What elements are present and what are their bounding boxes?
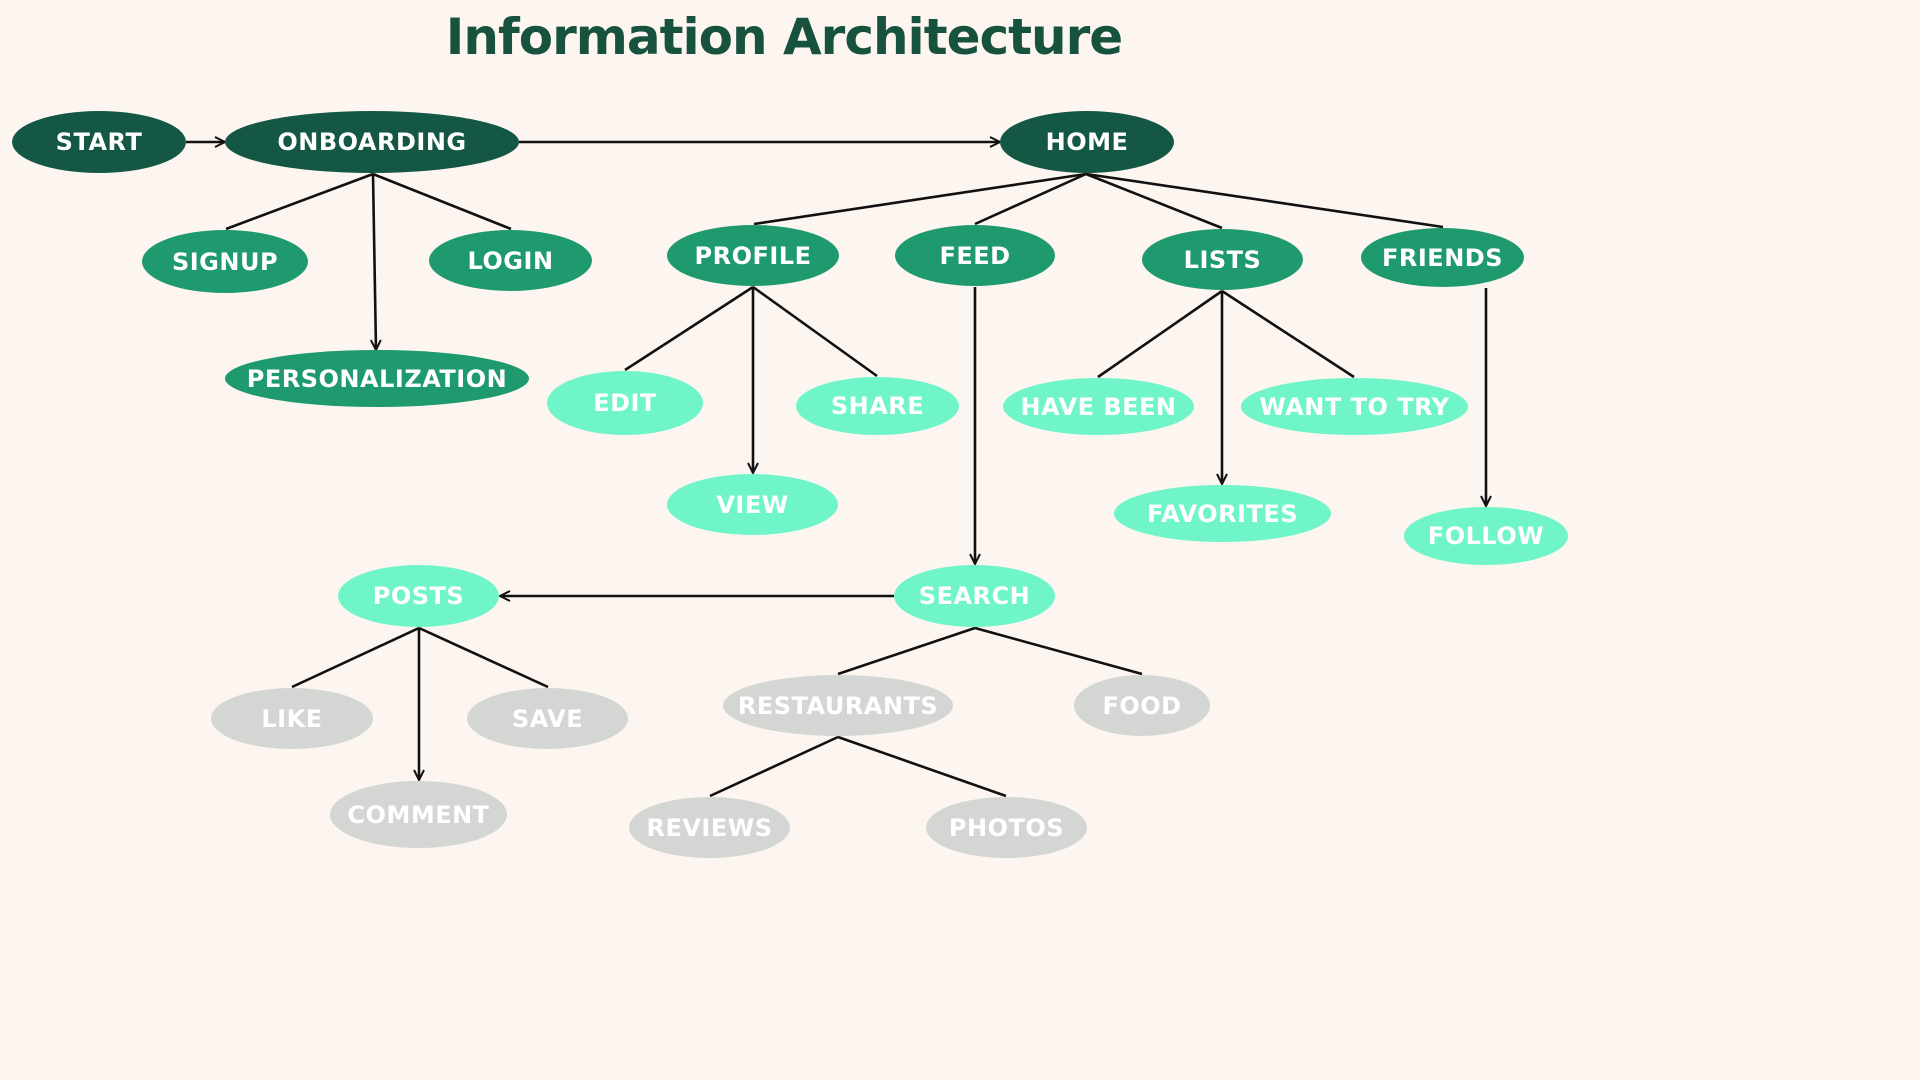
- node-label: SIGNUP: [171, 247, 279, 276]
- node-restaurants: RESTAURANTS: [723, 675, 953, 736]
- node-edit: EDIT: [547, 371, 703, 435]
- node-posts: POSTS: [338, 565, 499, 627]
- node-feed: FEED: [895, 225, 1055, 286]
- node-label: FOOD: [1102, 691, 1182, 720]
- node-label: FOLLOW: [1427, 522, 1545, 550]
- node-share: SHARE: [796, 377, 959, 435]
- connector-onboarding-to-signup: [225, 172, 374, 231]
- connector-search-to-food: [974, 626, 1143, 676]
- connector-home-to-friends: [1085, 172, 1444, 229]
- node-friends: FRIENDS: [1361, 228, 1524, 287]
- node-reviews: REVIEWS: [629, 797, 790, 858]
- connector-restaurants-to-photos: [837, 735, 1007, 798]
- node-label: SHARE: [830, 392, 925, 420]
- node-label: HOME: [1045, 128, 1129, 156]
- node-favorites: FAVORITES: [1114, 485, 1331, 542]
- connector-onboarding-to-personalization: [373, 173, 376, 350]
- node-label: START: [55, 128, 143, 156]
- connector-posts-to-like: [291, 626, 420, 689]
- connector-posts-to-save: [418, 626, 549, 689]
- node-label: PHOTOS: [948, 813, 1065, 842]
- connector-search-to-restaurants: [837, 626, 976, 676]
- connector-home-to-profile: [753, 172, 1087, 226]
- node-label: REVIEWS: [646, 813, 773, 842]
- information-architecture-diagram: Information Architecture START ONBOARDING…: [12, 0, 1568, 858]
- node-label: FAVORITES: [1146, 499, 1299, 528]
- node-search: SEARCH: [894, 565, 1055, 627]
- node-label: RESTAURANTS: [737, 691, 939, 720]
- node-save: SAVE: [467, 688, 628, 749]
- node-follow: FOLLOW: [1404, 507, 1568, 565]
- node-label: COMMENT: [347, 800, 490, 829]
- connector-restaurants-to-reviews: [709, 735, 839, 798]
- node-want-to-try: WANT TO TRY: [1241, 378, 1468, 435]
- node-label: HAVE BEEN: [1020, 392, 1177, 421]
- node-home: HOME: [1000, 111, 1174, 173]
- node-label: VIEW: [716, 490, 789, 519]
- connector-home-to-feed: [974, 172, 1087, 226]
- node-label: PROFILE: [694, 241, 812, 270]
- node-view: VIEW: [667, 474, 838, 535]
- node-photos: PHOTOS: [926, 797, 1087, 858]
- diagram-connectors: [186, 0, 1568, 798]
- node-food: FOOD: [1074, 675, 1210, 736]
- node-comment: COMMENT: [330, 781, 507, 848]
- node-onboarding: ONBOARDING: [225, 111, 519, 173]
- node-label: LOGIN: [467, 246, 554, 275]
- node-signup: SIGNUP: [142, 230, 308, 293]
- node-label: SEARCH: [918, 582, 1031, 610]
- node-label: FRIENDS: [1382, 243, 1503, 272]
- connector-lists-to-have-been: [1097, 289, 1223, 379]
- node-personalization: PERSONALIZATION: [225, 350, 529, 407]
- node-like: LIKE: [211, 688, 373, 749]
- node-label: WANT TO TRY: [1259, 392, 1450, 421]
- node-label: LIKE: [261, 704, 323, 733]
- node-lists: LISTS: [1142, 229, 1303, 290]
- node-label: EDIT: [593, 389, 657, 417]
- connector-lists-to-want-to-try: [1221, 289, 1355, 379]
- connector-home-to-lists: [1085, 172, 1223, 230]
- connector-profile-to-edit: [624, 285, 754, 372]
- node-have-been: HAVE BEEN: [1003, 378, 1194, 435]
- node-label: SAVE: [511, 704, 584, 733]
- page-title: Information Architecture: [445, 8, 1123, 66]
- node-label: FEED: [939, 241, 1011, 270]
- node-login: LOGIN: [429, 230, 592, 291]
- node-label: ONBOARDING: [277, 128, 467, 156]
- connector-onboarding-to-login: [372, 172, 512, 231]
- node-label: LISTS: [1183, 245, 1262, 274]
- connector-profile-to-share: [752, 285, 878, 378]
- node-label: PERSONALIZATION: [246, 364, 508, 393]
- node-label: POSTS: [372, 582, 465, 610]
- node-start: START: [12, 111, 186, 173]
- node-profile: PROFILE: [667, 225, 839, 286]
